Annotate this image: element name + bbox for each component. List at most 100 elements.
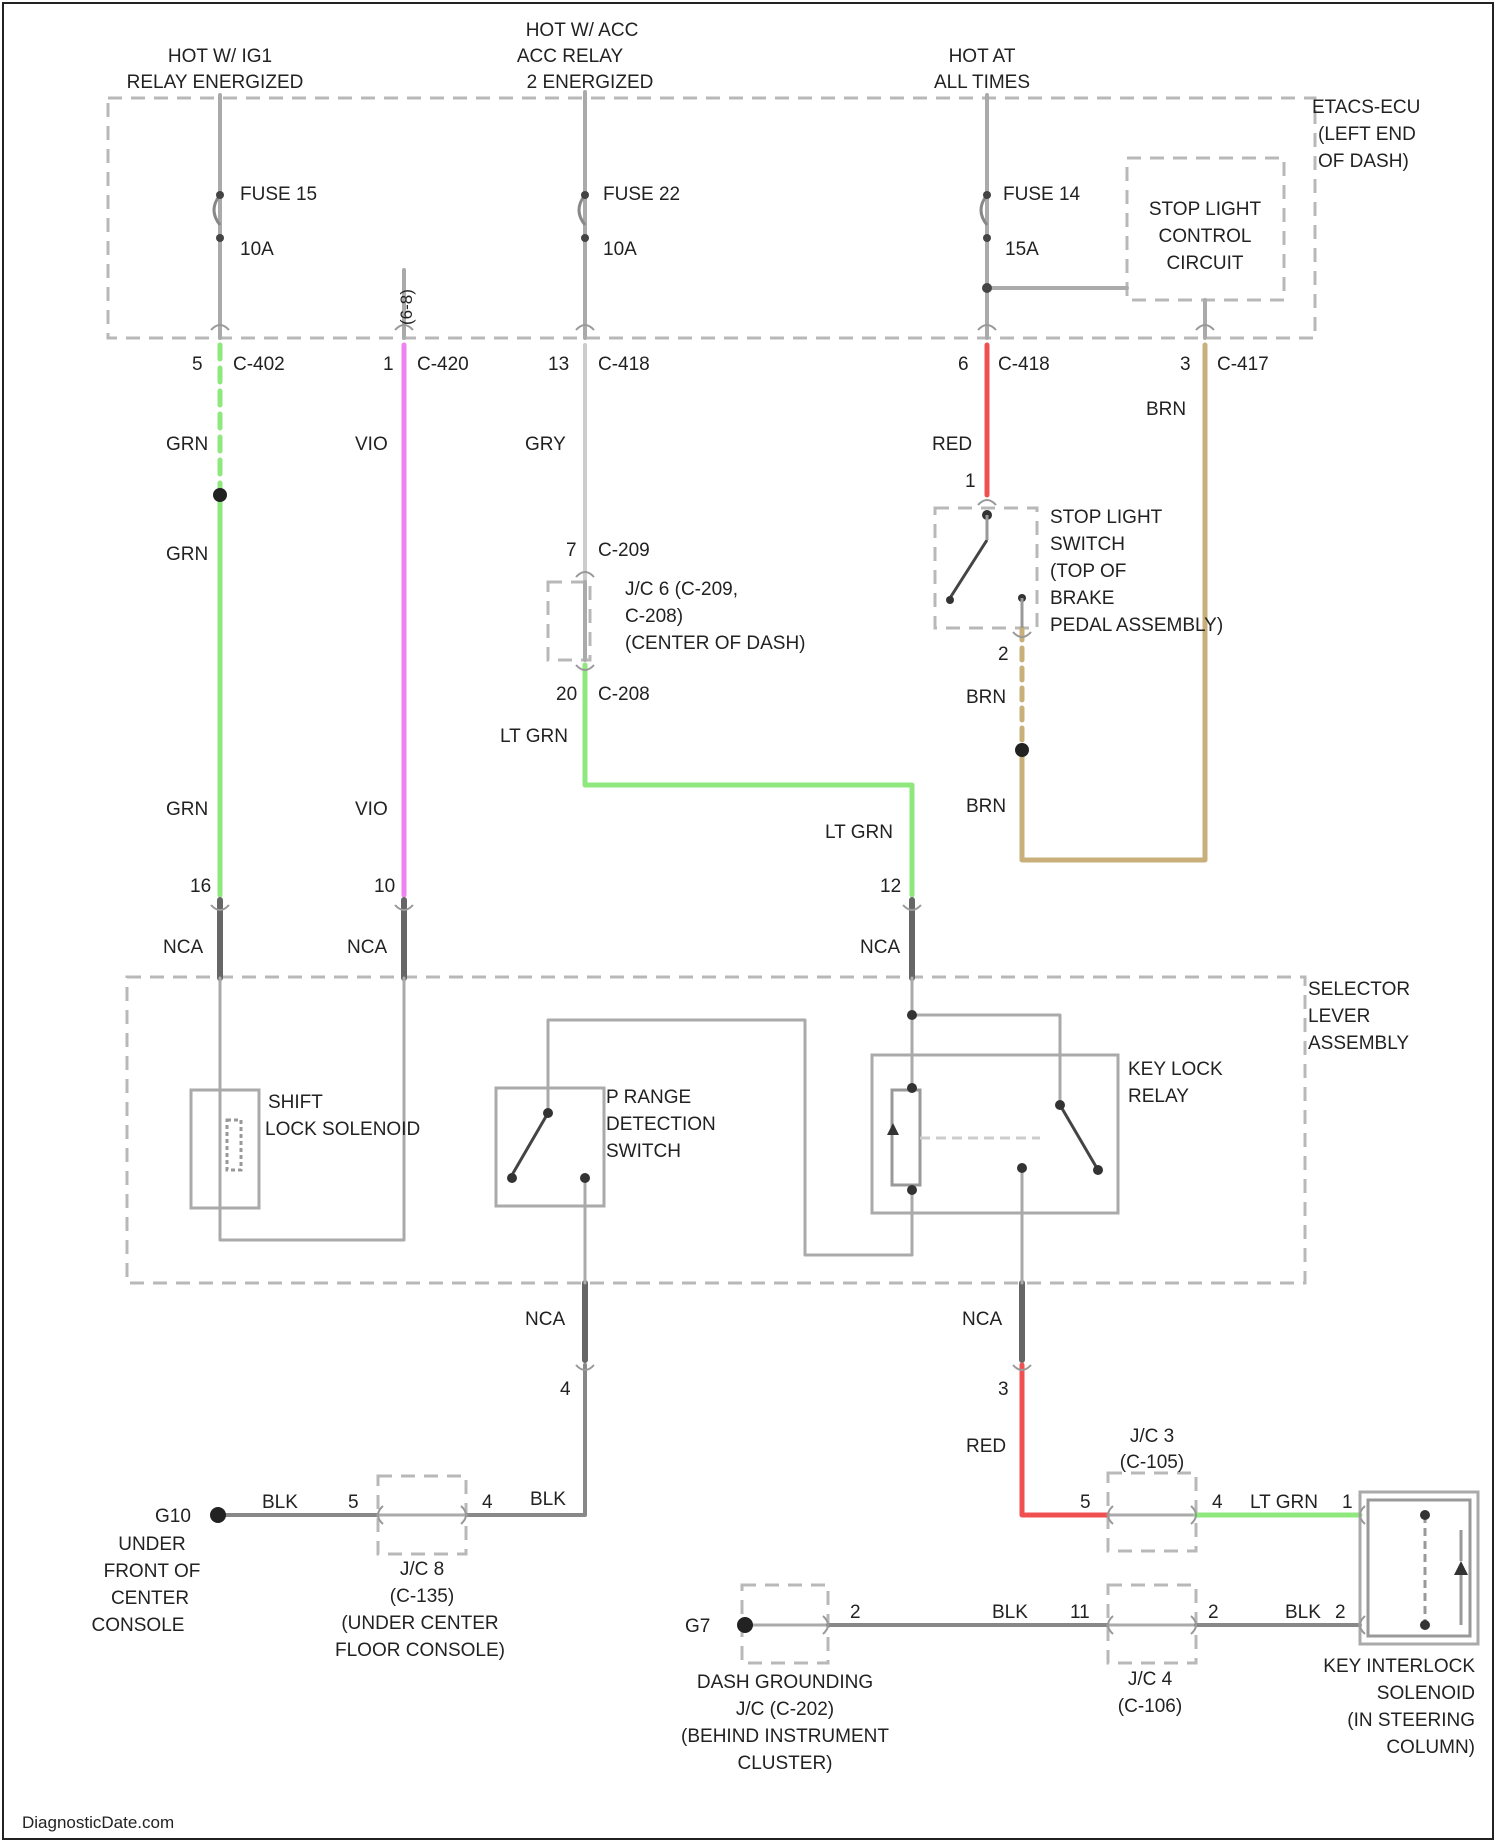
nca-3: NCA	[860, 937, 900, 958]
etacs-line-1: ETACS-ECU	[1312, 97, 1420, 118]
g10-line-1: UNDER	[118, 1534, 186, 1555]
ki-line-2: SOLENOID	[1377, 1683, 1475, 1704]
sel-pin-12: 12	[880, 876, 901, 897]
always-line-2: ALL TIMES	[934, 72, 1030, 93]
blk-4: BLK	[1285, 1602, 1321, 1623]
conn-c420: C-420	[417, 354, 469, 375]
ground-g10	[210, 1507, 226, 1523]
acc-line-1: HOT W/ ACC	[526, 20, 639, 41]
wire-label-lt-grn-1: LT GRN	[500, 726, 568, 747]
fuse-14-rating: 15A	[1005, 239, 1039, 260]
wire-label-grn-2: GRN	[166, 544, 208, 565]
wire-label-grn-1: GRN	[166, 434, 208, 455]
sls-pin-bottom: 2	[998, 644, 1009, 665]
wire-label-brn-2: BRN	[966, 796, 1006, 817]
pin-c420: 1	[383, 354, 394, 375]
jc3-box	[1108, 1473, 1196, 1551]
wire-label-vio-1: VIO	[355, 434, 388, 455]
shift-lock-line-1: SHIFT	[268, 1092, 323, 1113]
conn-c417: C-417	[1217, 354, 1269, 375]
jc4-line-1: J/C 4	[1128, 1669, 1173, 1690]
wire-label-lt-grn-3: LT GRN	[1250, 1492, 1318, 1513]
wire-label-grn-3: GRN	[166, 799, 208, 820]
ki-line-4: COLUMN)	[1386, 1737, 1475, 1758]
wire-internal-relay	[912, 978, 1060, 1105]
conn-c418-6: C-418	[998, 354, 1050, 375]
jc4-line-2: (C-106)	[1118, 1696, 1182, 1717]
wires	[218, 92, 1360, 1625]
labels: HOT W/ IG1 RELAY ENERGIZED HOT W/ ACC AC…	[22, 20, 1475, 1832]
sls-line-1: STOP LIGHT	[1050, 507, 1163, 528]
jc6-top-pin: 7	[566, 540, 577, 561]
ig1-line-2: RELAY ENERGIZED	[127, 72, 304, 93]
jc3-pin-right: 4	[1212, 1492, 1223, 1513]
sls-line-3: (TOP OF	[1050, 561, 1126, 582]
wire-label-brn-top: BRN	[1146, 399, 1186, 420]
acc-line-3: 2 ENERGIZED	[527, 72, 654, 93]
slc-line-1: STOP LIGHT	[1149, 199, 1262, 220]
jc4-pin-right: 2	[1208, 1602, 1219, 1623]
pin-c418-6: 6	[958, 354, 969, 375]
nca-2: NCA	[347, 937, 387, 958]
wire-label-red-2: RED	[966, 1436, 1006, 1457]
jc8-pin-right: 4	[482, 1492, 493, 1513]
pin-c418-13: 13	[548, 354, 569, 375]
blk-3: BLK	[992, 1602, 1028, 1623]
nca-1: NCA	[163, 937, 203, 958]
g7-id: G7	[685, 1616, 710, 1637]
g10-id: G10	[155, 1506, 191, 1527]
etacs-line-3: OF DASH)	[1318, 151, 1409, 172]
key-lock-line-2: RELAY	[1128, 1086, 1189, 1107]
p-range-line-3: SWITCH	[606, 1141, 681, 1162]
components	[191, 191, 1478, 1644]
jc8-pin-left: 5	[348, 1492, 359, 1513]
g7-line-2: J/C (C-202)	[736, 1699, 834, 1720]
etacs-ecu-box	[108, 98, 1315, 338]
wire-label-gry: GRY	[525, 434, 566, 455]
jc4-pin-left: 11	[1070, 1602, 1090, 1623]
stop-light-switch-contact	[946, 510, 1026, 628]
watermark: DiagnosticDate.com	[22, 1813, 174, 1832]
slc-line-2: CONTROL	[1159, 226, 1252, 247]
splices	[210, 488, 1029, 1633]
jc8-line-3: (UNDER CENTER	[341, 1613, 498, 1634]
jc6-line-3: (CENTER OF DASH)	[625, 633, 806, 654]
ig1-line-1: HOT W/ IG1	[168, 46, 272, 67]
fuse-22-rating: 10A	[603, 239, 637, 260]
key-lock-line-1: KEY LOCK	[1128, 1059, 1223, 1080]
jc3-title-2: (C-105)	[1120, 1452, 1184, 1473]
jc3-pin-left: 5	[1080, 1492, 1091, 1513]
sel-pin-10: 10	[374, 876, 395, 897]
sel-line-1: SELECTOR	[1308, 979, 1410, 1000]
jc6-line-1: J/C 6 (C-209,	[625, 579, 738, 600]
g10-line-3: CENTER	[111, 1588, 189, 1609]
acc-line-2: ACC RELAY	[517, 46, 624, 67]
sel-line-2: LEVER	[1308, 1006, 1370, 1027]
p-range-switch	[496, 1088, 604, 1206]
conn-c418-13: C-418	[598, 354, 650, 375]
nca-5: NCA	[962, 1309, 1002, 1330]
nca-4: NCA	[525, 1309, 565, 1330]
splice-grn	[213, 488, 227, 502]
p-range-line-2: DETECTION	[606, 1114, 716, 1135]
splice-brn	[1015, 743, 1029, 757]
p-range-line-1: P RANGE	[606, 1087, 691, 1108]
fuse-15-rating: 10A	[240, 239, 274, 260]
jc6-line-2: C-208)	[625, 606, 683, 627]
pin-c417: 3	[1180, 354, 1191, 375]
g7-line-1: DASH GROUNDING	[697, 1672, 873, 1693]
sls-line-2: SWITCH	[1050, 534, 1125, 555]
fuse-22-name: FUSE 22	[603, 184, 680, 205]
sel-line-3: ASSEMBLY	[1308, 1033, 1409, 1054]
shift-lock-solenoid	[191, 1090, 259, 1208]
fuse-14-name: FUSE 14	[1003, 184, 1081, 205]
sls-line-5: PEDAL ASSEMBLY)	[1050, 615, 1223, 636]
sls-line-4: BRAKE	[1050, 588, 1114, 609]
etacs-line-2: (LEFT END	[1318, 124, 1416, 145]
g7-pin: 2	[850, 1602, 861, 1623]
ground-g7	[737, 1617, 753, 1633]
jc8-line-1: J/C 8	[400, 1559, 444, 1580]
shift-lock-line-2: LOCK SOLENOID	[265, 1119, 420, 1140]
wire-red-bottom	[1022, 1365, 1108, 1515]
